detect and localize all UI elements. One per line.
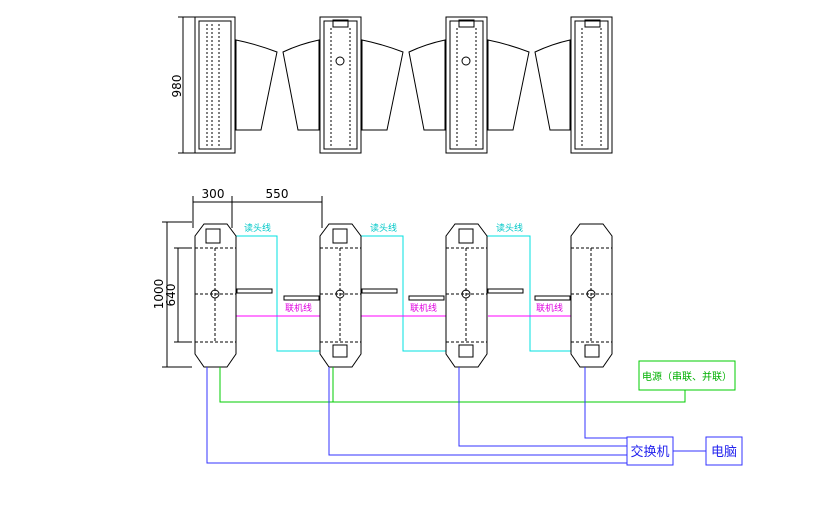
power-wiring (219, 367, 686, 403)
computer-box-label: 电脑 (711, 445, 737, 460)
front-view (178, 16, 613, 154)
top-cabinet-2 (319, 223, 362, 368)
front-flap-2r (361, 39, 404, 131)
power-box-label: 电源（串联、并联） (642, 370, 732, 383)
dimension-label-1000: 1000 (152, 279, 166, 310)
switch-box-label: 交换机 (630, 444, 669, 460)
reader-line-label-3: 读头线 (496, 222, 523, 234)
dimension-label-640: 640 (164, 284, 178, 307)
network-line-label-3: 联机线 (536, 302, 563, 314)
top-dimensions (162, 196, 323, 368)
top-cabinets (194, 223, 613, 368)
front-flap-4l (534, 39, 571, 131)
reader-lines (226, 235, 585, 352)
top-cabinet-3 (445, 223, 488, 368)
top-cabinet-1 (194, 223, 237, 368)
network-line-label-1: 联机线 (285, 302, 312, 314)
front-flap-1r (235, 39, 278, 131)
top-cabinet-4 (570, 223, 613, 368)
front-cabinet-3 (445, 16, 488, 154)
network-line-label-2: 联机线 (410, 302, 437, 314)
network-line-labels: 联机线 联机线 联机线 (285, 302, 563, 314)
front-flap-2l (282, 39, 320, 131)
dimension-label-550: 550 (266, 187, 289, 201)
top-flaps (236, 288, 571, 301)
front-cabinet-1 (194, 16, 236, 154)
front-cabinet-2 (319, 16, 362, 154)
front-cabinet-4 (570, 16, 613, 154)
front-flap-3l (408, 39, 446, 131)
reader-line-labels: 读头线 读头线 读头线 (244, 222, 523, 234)
computer-box (705, 436, 743, 466)
switch-box (626, 436, 674, 466)
comm-wiring (206, 367, 706, 464)
front-flap-3r (487, 39, 530, 131)
dimension-980 (178, 16, 195, 154)
reader-line-label-1: 读头线 (244, 222, 271, 234)
dimension-label-300: 300 (202, 187, 225, 201)
dimension-label-980: 980 (170, 75, 184, 98)
reader-line-label-2: 读头线 (370, 222, 397, 234)
power-box (638, 360, 736, 391)
